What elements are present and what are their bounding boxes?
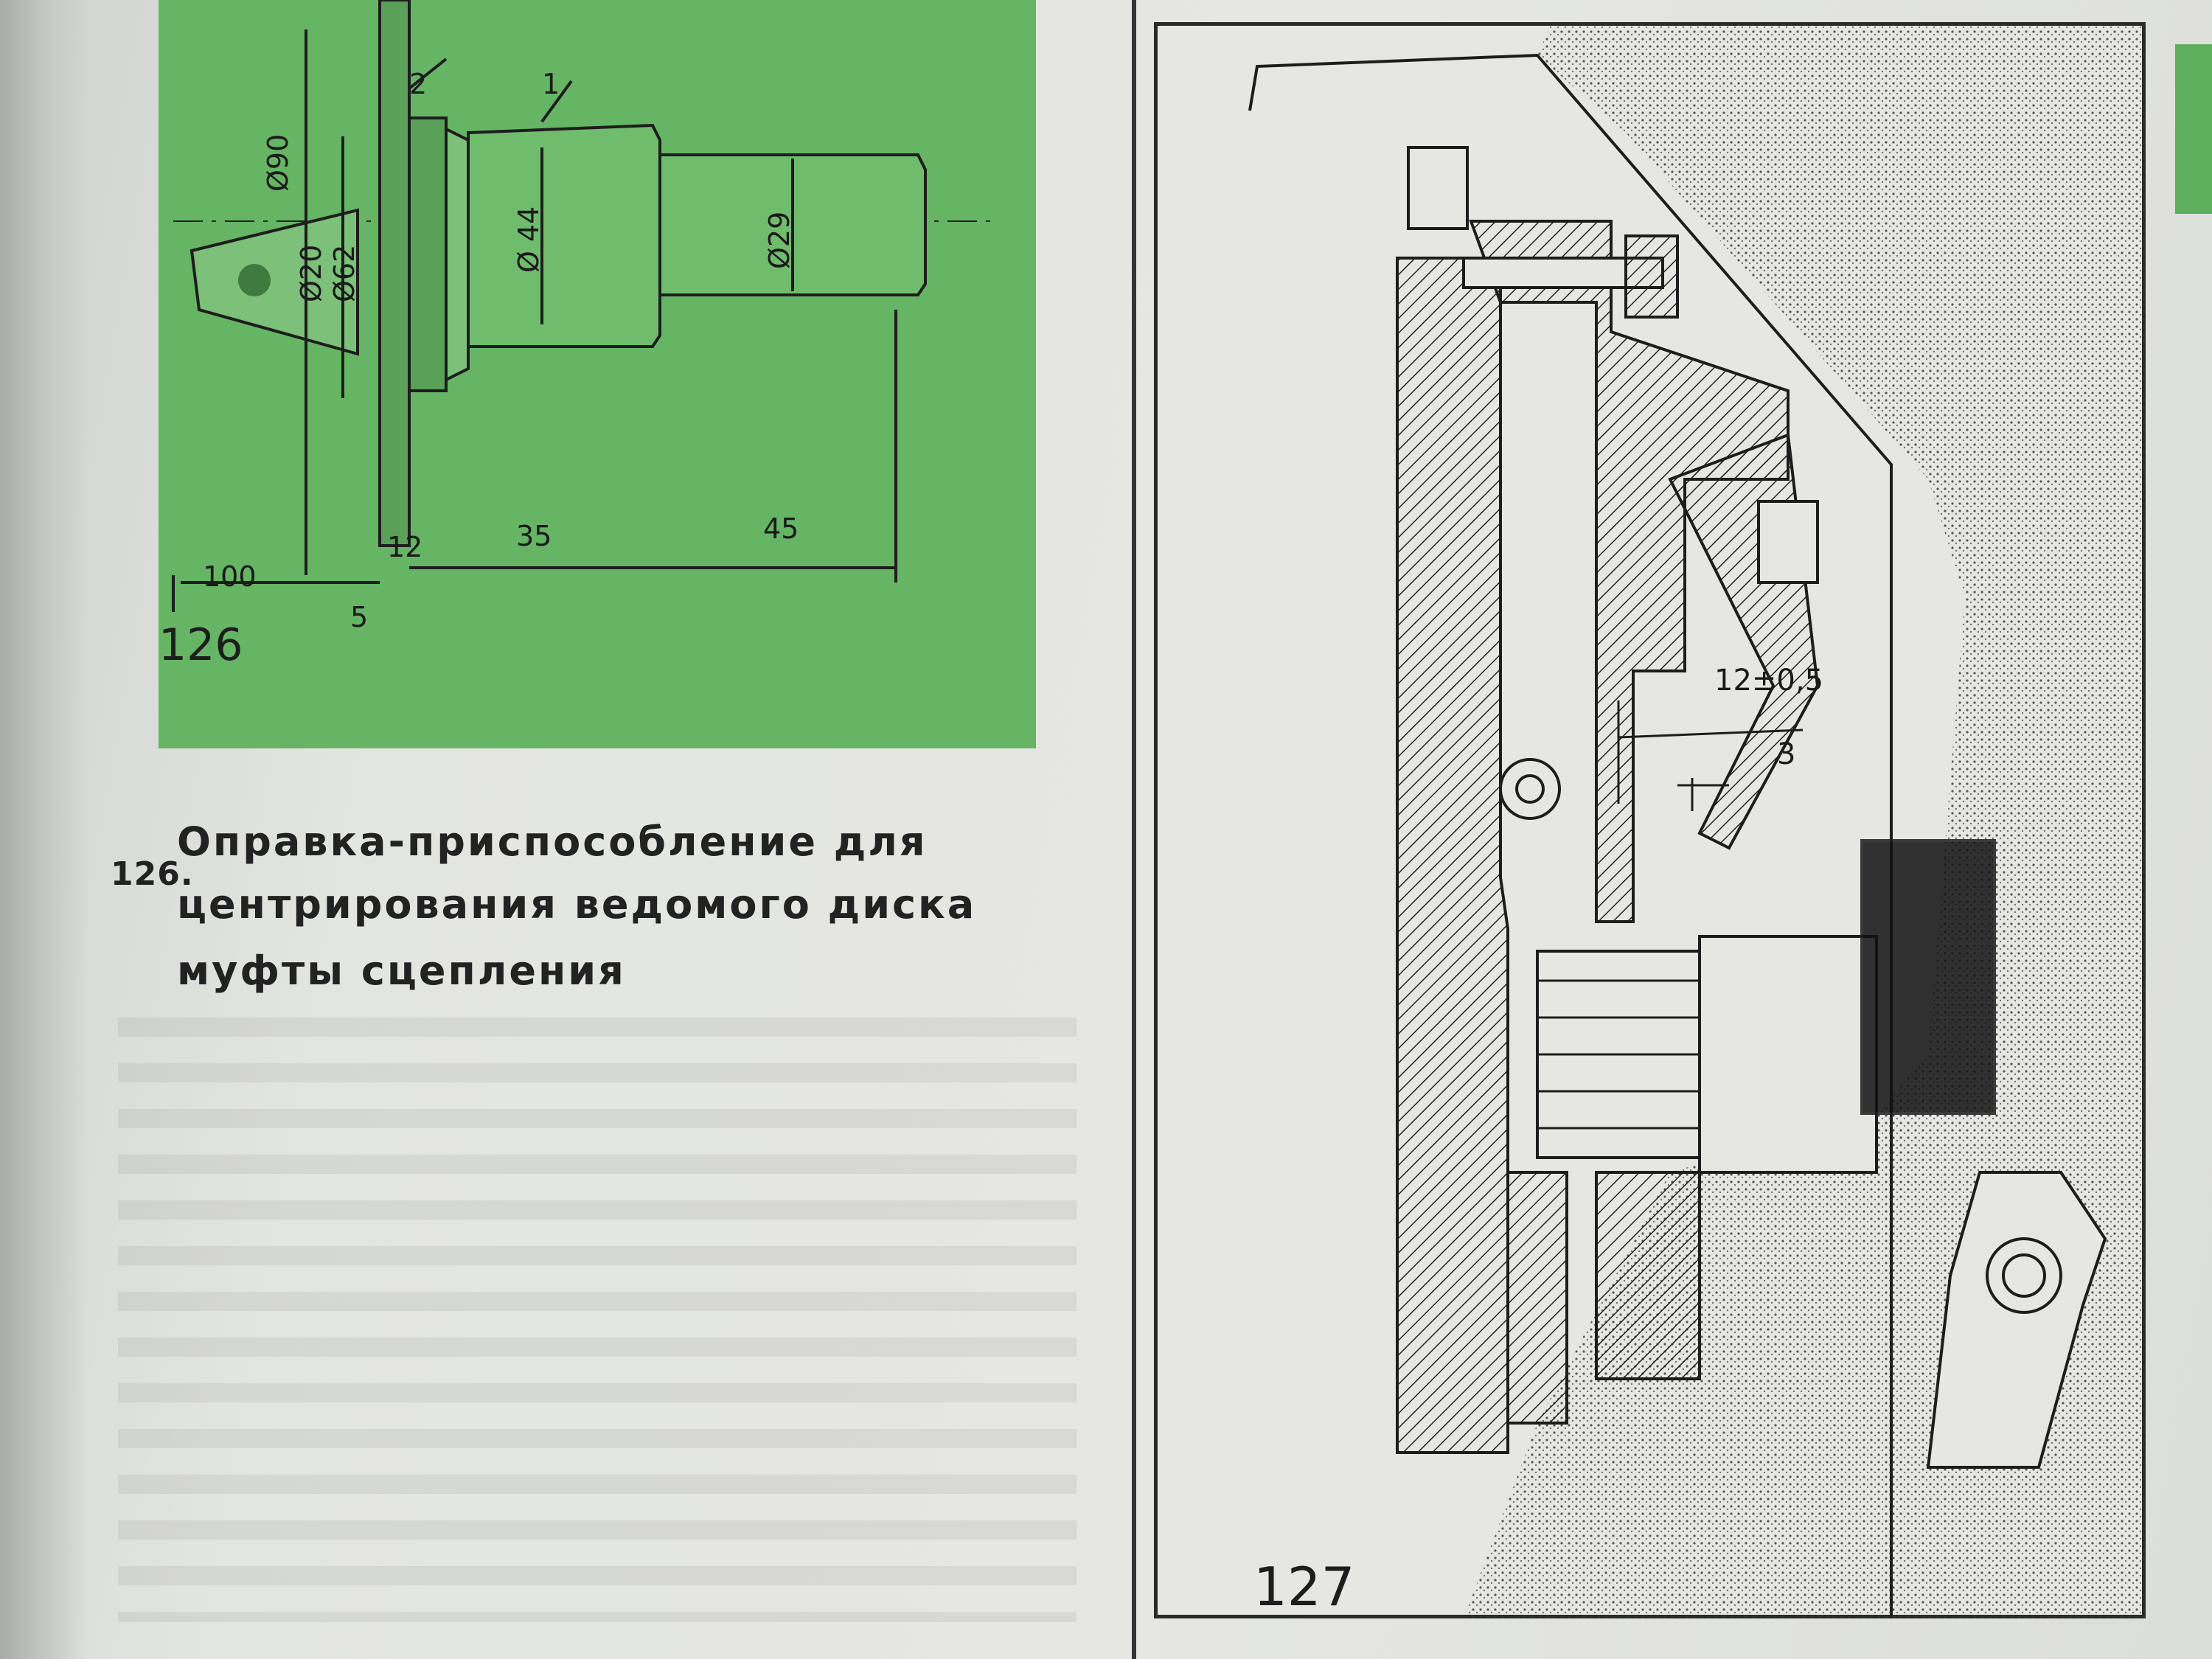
dim-5: 5	[350, 601, 369, 633]
dim-45: 45	[763, 512, 799, 545]
dim-100: 100	[203, 560, 257, 593]
dim-d20: Ø20	[295, 244, 327, 302]
dim-35: 35	[516, 520, 552, 552]
column-divider	[1132, 0, 1136, 1659]
caption-line-1: Оправка-приспособление для	[177, 818, 928, 865]
bleed-through-text	[118, 1018, 1077, 1622]
figure-126-drawing	[172, 0, 992, 612]
dim-d62: Ø62	[328, 244, 361, 302]
figure-127-drawing	[1248, 22, 2146, 1618]
dim-gap-12: 12±0,5	[1714, 664, 1824, 698]
dim-3: 3	[1777, 737, 1796, 771]
label-part-2: 2	[409, 68, 428, 100]
caption-line-2: центрирования ведомого диска	[177, 881, 977, 928]
figure-127-number: 127	[1253, 1556, 1355, 1618]
dim-d29: Ø29	[763, 211, 796, 269]
caption-line-3: муфты сцепления	[177, 947, 626, 994]
figure-126-number: 126	[159, 619, 243, 671]
label-part-1: 1	[542, 68, 560, 100]
page-gutter-shadow	[0, 0, 88, 1659]
caption-number: 126.	[111, 855, 194, 893]
dim-d90: Ø90	[262, 133, 294, 192]
dim-d44: Ø 44	[512, 206, 545, 273]
page-edge-tab	[2175, 44, 2212, 214]
dim-12: 12	[387, 531, 423, 563]
